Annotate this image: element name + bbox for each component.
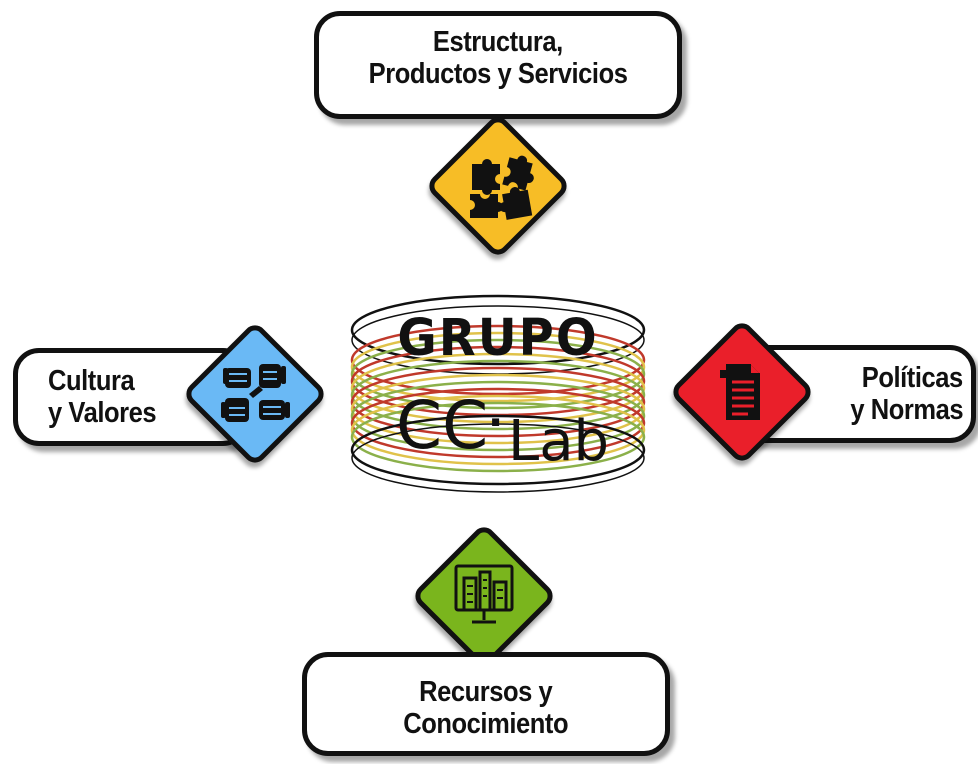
logo-ring: [350, 394, 646, 466]
logo-ring: [350, 338, 646, 410]
logo-title: GRUPO: [397, 308, 598, 367]
puzzle-icon: [470, 155, 534, 220]
logo-ring: [351, 423, 645, 493]
logo-ring: [350, 294, 646, 366]
logo-ring: [350, 380, 646, 452]
logo-cc: CC: [396, 387, 488, 464]
logo-ring: [350, 387, 646, 459]
logo-ring: [350, 414, 646, 486]
handshake-icon: [221, 364, 290, 422]
node-right-line2: y Normas: [850, 394, 963, 426]
node-right-line1: Políticas: [861, 362, 963, 394]
node-top-line2: Productos y Servicios: [368, 58, 628, 90]
logo-ring: [350, 352, 646, 424]
building-monitor-icon: [454, 564, 514, 624]
logo-dot: ·: [488, 400, 503, 446]
logo-lab: Lab: [508, 409, 609, 474]
logo-ring: [350, 401, 646, 473]
node-bottom-line1: Recursos y: [419, 676, 553, 708]
node-box-top: Estructura, Productos y Servicios: [314, 11, 682, 119]
node-left-line2: y Valores: [48, 397, 157, 429]
node-bottom-line2: Conocimiento: [403, 708, 569, 740]
logo-ring: [350, 331, 646, 403]
node-top-line1: Estructura,: [433, 26, 563, 58]
document-icon: [720, 364, 760, 420]
logo-ring: [350, 359, 646, 431]
node-left-line1: Cultura: [48, 365, 135, 397]
logo-rings: [350, 294, 646, 493]
logo-ring: [350, 373, 646, 445]
logo-ring: [350, 324, 646, 396]
center-logo: GRUPO CC · Lab: [350, 294, 646, 493]
node-box-bottom: Recursos y Conocimiento: [302, 652, 670, 756]
logo-ring: [350, 366, 646, 438]
